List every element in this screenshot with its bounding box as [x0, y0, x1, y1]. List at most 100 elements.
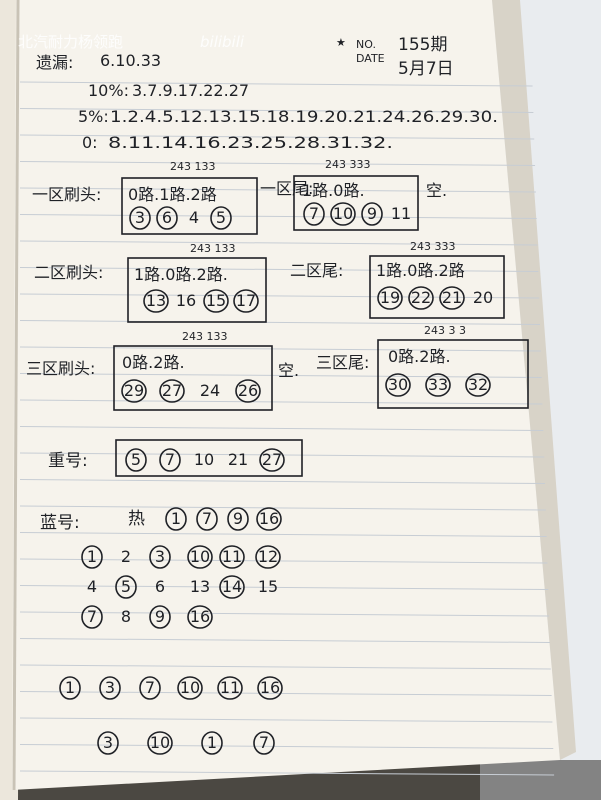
blue-grid-number-value: 6 [155, 577, 165, 596]
issue-date: 5月7日 [398, 59, 454, 79]
zone-number-circle [330, 202, 356, 226]
zone-number-value: 13 [146, 291, 166, 310]
zone1-head-label: 一区刷头: [32, 185, 101, 204]
ruled-line [19, 611, 550, 617]
focus-number-circle [259, 448, 285, 472]
issue-number: 155期 [398, 35, 447, 55]
zone-number-value: 32 [468, 375, 488, 394]
zone-number: 13 [143, 289, 169, 313]
ruled-line [19, 532, 547, 537]
focus-number-value: 21 [228, 450, 248, 469]
zone-number-value: 4 [189, 208, 199, 227]
zone-number: 15 [203, 289, 229, 313]
zone-number-circle [156, 206, 178, 230]
zone-number-circle [377, 286, 403, 310]
zone-number: 32 [465, 373, 491, 397]
zone-number: 22 [408, 286, 434, 310]
zone2-head-label: 二区刷头: [34, 263, 103, 282]
zone1-tail-tag: 243 333 [325, 158, 371, 171]
blue-grid-number: 2 [121, 547, 131, 566]
blue-grid-number: 6 [155, 577, 165, 596]
zone-number: 4 [189, 208, 199, 227]
blue-grid-number: 9 [149, 605, 171, 629]
blue-grid-number: 7 [81, 605, 103, 629]
zone1-tail-extra: 空. [426, 181, 447, 200]
miss-label: 遗漏: [36, 53, 73, 72]
zone2-head-box [127, 257, 267, 323]
blue-final-number-value: 10 [150, 733, 170, 752]
zone-number-value: 5 [216, 208, 226, 227]
zone-number: 7 [303, 202, 325, 226]
zone3-tail-tag: 243 3 3 [424, 324, 466, 337]
blue-grid-number: 11 [219, 545, 245, 569]
hot-number: 7 [196, 507, 218, 531]
blue-pick-number-circle [177, 676, 203, 700]
zone-number-value: 11 [391, 204, 411, 223]
blue-final-number: 7 [253, 731, 275, 755]
zone-number-value: 10 [333, 204, 353, 223]
blue-final-number: 3 [97, 731, 119, 755]
zone-number-circle [425, 373, 451, 397]
zone-number-circle [408, 286, 434, 310]
zero-values: 8.11.14.16.23.25.28.31.32. [108, 133, 393, 152]
focus-label: 重号: [48, 451, 88, 471]
hot-number-circle [196, 507, 218, 531]
ruled-line [19, 505, 546, 511]
blue-pick-number-value: 7 [145, 678, 155, 697]
page-underlayer [492, 0, 576, 760]
zone-number-value: 22 [411, 288, 431, 307]
blue-pick-number-value: 3 [105, 678, 115, 697]
blue-grid-number-value: 5 [121, 577, 131, 596]
focus-box [115, 439, 303, 477]
zone-number-circle [121, 379, 147, 403]
zone-number-circle [235, 379, 261, 403]
zone-number: 24 [200, 381, 220, 400]
hot-number-value: 1 [171, 509, 181, 528]
focus-number-value: 7 [165, 450, 175, 469]
blue-grid-number: 10 [187, 545, 213, 569]
five-percent-row: 5%: 1.2.4.5.12.13.15.18.19.20.21.24.26.2… [78, 107, 498, 126]
zone-number-circle [159, 379, 185, 403]
ruled-line [19, 691, 552, 696]
zone-number: 3 [129, 206, 151, 230]
zone-number-value: 7 [309, 204, 319, 223]
blue-final-number-circle [147, 731, 173, 755]
hot-number-value: 16 [259, 509, 279, 528]
zone3-head-label: 三区刷头: [26, 359, 95, 378]
zone3-head-box [113, 345, 273, 411]
zone-number: 16 [176, 291, 196, 310]
hot-number-value: 7 [202, 509, 212, 528]
zone-number: 10 [330, 202, 356, 226]
blue-grid-number-value: 14 [222, 577, 242, 596]
ruled-line [19, 770, 555, 776]
ten-percent-row: 10%: 3.7.9.17.22.27 [88, 81, 249, 100]
zone-number: 5 [210, 206, 232, 230]
hot-number-value: 9 [233, 509, 243, 528]
zone-number-value: 26 [238, 381, 258, 400]
zone-number: 30 [385, 373, 411, 397]
blue-pick-number-circle [257, 676, 283, 700]
zone3-tail-box [377, 339, 529, 409]
hot-number: 16 [256, 507, 282, 531]
five-percent-label: 5%: [78, 107, 109, 126]
hot-number-circle [227, 507, 249, 531]
blue-grid-number: 4 [87, 577, 97, 596]
focus-number: 21 [228, 450, 248, 469]
focus-number: 5 [125, 448, 147, 472]
zone3-head-extra: 空. [278, 361, 299, 380]
blue-grid-number-circle [81, 605, 103, 629]
ruled-line [19, 373, 542, 378]
hot-number-circle [165, 507, 187, 531]
zone2-tail-roads: 1路.0路.2路 [376, 261, 465, 280]
bilibili-logo: bilibili [200, 33, 245, 51]
ruled-line [19, 664, 551, 670]
